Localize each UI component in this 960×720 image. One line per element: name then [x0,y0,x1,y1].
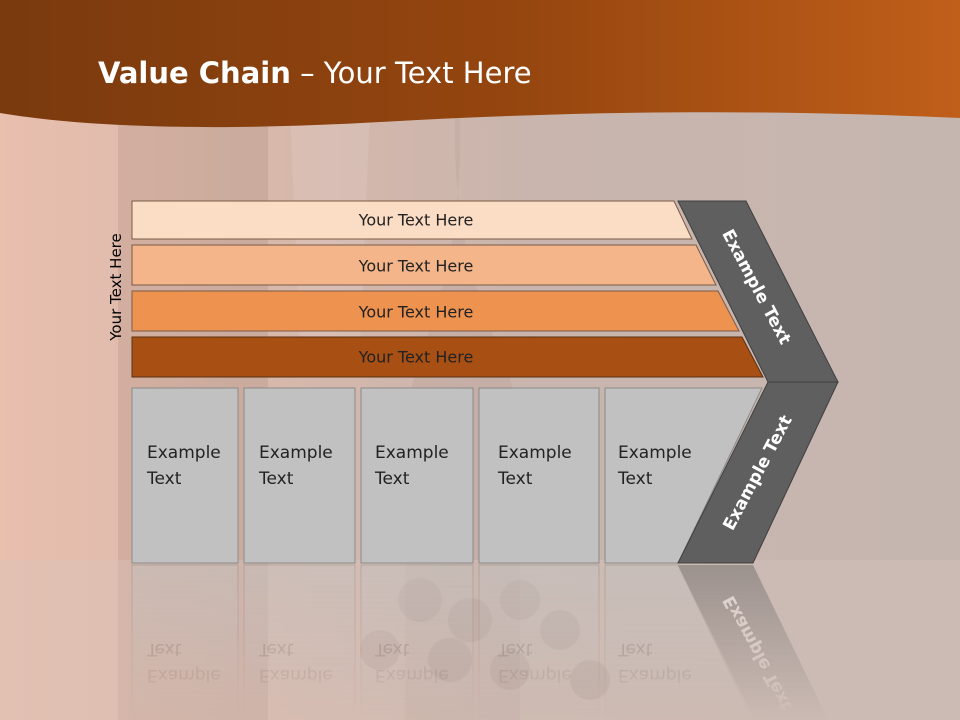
chevron-lower [677,381,839,564]
title-rest: – Your Text Here [290,56,532,90]
reflection-box-4 [478,564,600,720]
box-4-line2: Text [497,469,533,489]
box-3-line1: Example [375,443,449,463]
bar-2 [131,244,717,286]
box-5-line2: Text [617,469,653,489]
bar-4 [131,336,764,378]
bar-3 [131,290,740,332]
reflection-box-2 [243,564,356,720]
box-1-line2: Text [146,469,182,489]
bar-1 [131,200,693,240]
reflection-box-1 [131,564,239,720]
box-4-line1: Example [498,443,572,463]
reflection-box-4-line1: Example [498,665,572,685]
reflection-chevron [678,565,829,720]
reflection-box-5-line2: Text [617,639,653,659]
reflection-box-3-line1: Example [375,665,449,685]
box-3-line2: Text [374,469,410,489]
reflection-box-2-line2: Text [258,639,294,659]
bar-2-label: Your Text Here [358,257,474,276]
box-1-line1: Example [147,443,221,463]
reflection-box-5-line1: Example [618,665,692,685]
box-1 [131,387,239,564]
box-5-line1: Example [618,443,692,463]
reflection-box-3-line2: Text [374,639,410,659]
reflection-box-1-line2: Text [146,639,182,659]
box-2-line1: Example [259,443,333,463]
reflection-box-2-line1: Example [259,665,333,685]
reflection-box-4-line2: Text [497,639,533,659]
slide-title: Value Chain – Your Text Here [98,53,532,93]
box-4 [478,387,600,564]
value-chain-bars: Your Text Here Your Text Here Your Text … [131,200,764,378]
bar-1-label: Your Text Here [358,211,474,230]
activity-boxes: Example Text Example Text Example Text E… [131,387,763,564]
reflection-box-1-line1: Example [147,665,221,685]
reflection-box-3 [360,564,474,720]
box-2-line2: Text [258,469,294,489]
title-bold: Value Chain [98,56,291,90]
bar-3-label: Your Text Here [358,303,474,322]
bar-4-label: Your Text Here [358,348,474,367]
box-2 [243,387,356,564]
header-banner [0,0,960,128]
box-3 [360,387,474,564]
